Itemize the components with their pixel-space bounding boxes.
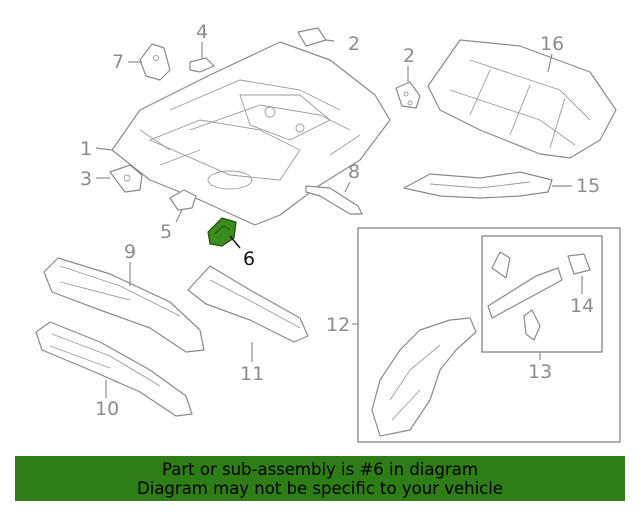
callout-1: 1	[80, 138, 92, 160]
callout-16: 16	[540, 33, 564, 55]
part-2-pad	[297, 27, 327, 47]
callout-11: 11	[240, 363, 264, 385]
callout-2-bracket: 2	[403, 45, 415, 67]
part-10-side-member	[35, 321, 193, 417]
callout-13: 13	[528, 361, 552, 383]
part-11-cross-member	[187, 265, 309, 343]
part-4-bracket	[189, 57, 215, 73]
part-8-reinforcement	[305, 185, 363, 215]
part-12-side-member-assembly	[371, 317, 477, 437]
part-5-plate	[169, 189, 197, 211]
part-2-bracket	[395, 81, 421, 109]
part-9-side-member	[43, 257, 205, 353]
part-15-crossmember	[403, 171, 553, 199]
callout-5: 5	[160, 221, 172, 243]
callout-6: 6	[243, 248, 255, 270]
banner-line-2: Diagram may not be specific to your vehi…	[137, 479, 503, 498]
banner-line-1: Part or sub-assembly is #6 in diagram	[162, 460, 478, 479]
callout-8: 8	[348, 161, 360, 183]
subassembly-box-12	[357, 227, 621, 443]
callout-15: 15	[576, 175, 600, 197]
part-3-bracket	[109, 164, 143, 193]
part-1-rear-floor-pan	[111, 41, 391, 226]
callout-7: 7	[112, 51, 124, 73]
callout-2-pad: 2	[348, 33, 360, 55]
subassembly-box-13	[481, 235, 603, 353]
callout-9: 9	[124, 241, 136, 263]
callout-4: 4	[196, 21, 208, 43]
part-13-components	[487, 251, 591, 341]
callout-14: 14	[570, 295, 594, 317]
part-6-highlighted-bracket	[207, 217, 237, 247]
callout-12: 12	[326, 314, 350, 336]
parts-diagram: 1 2 2 3 4 5 6 7 8 9 10 11 12 13 14 15 16	[35, 21, 621, 443]
part-16-undercover	[427, 39, 617, 159]
callout-3: 3	[80, 168, 92, 190]
part-7-bracket	[139, 43, 171, 81]
callout-10: 10	[95, 398, 119, 420]
part-info-banner: Part or sub-assembly is #6 in diagram Di…	[15, 456, 625, 501]
